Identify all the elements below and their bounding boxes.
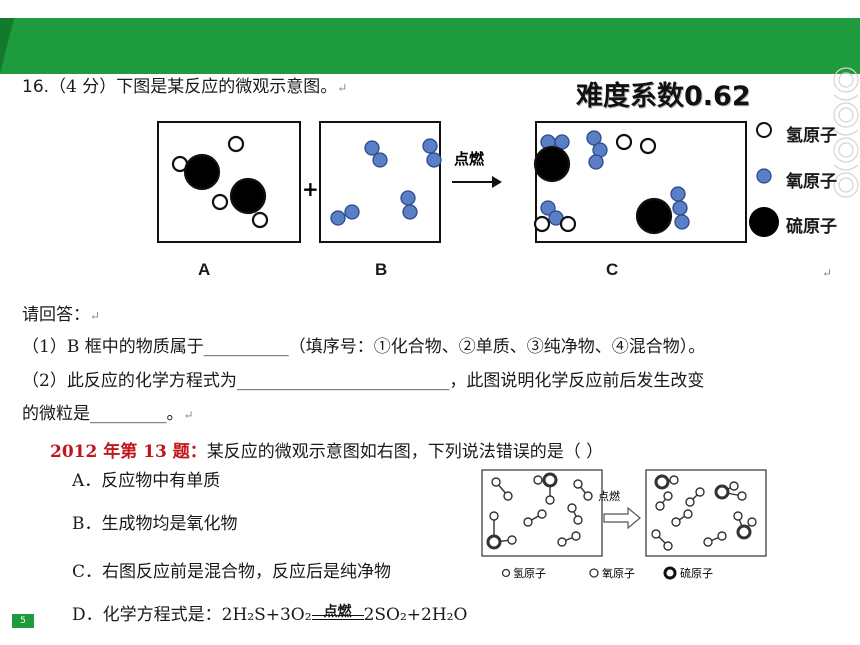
option-b: B．生成物均是氧化物 bbox=[72, 514, 238, 534]
box-label-c: C bbox=[606, 260, 619, 279]
option-d: D．化学方程式是：2H₂S+3O₂ 点燃 2SO₂+2H₂O bbox=[72, 600, 467, 625]
option-a: A．反应物中有单质 bbox=[72, 471, 221, 491]
question-score: （4 分） bbox=[49, 77, 117, 97]
box-label-a: A bbox=[198, 260, 211, 279]
part-3: 的微粒是_________。↵ bbox=[22, 404, 194, 424]
question-number: 16. bbox=[22, 77, 50, 97]
part-1: （1）B 框中的物质属于__________（填序号：①化合物、②单质、③纯净物… bbox=[22, 337, 706, 357]
question-2012-heading: 2012 年第 13 题：某反应的微观示意图如右图，下列说法错误的是（ ） bbox=[50, 437, 603, 462]
equation-rhs: 2SO₂+2H₂O bbox=[363, 605, 468, 625]
legend-sulfur-2012: 硫原子 bbox=[680, 566, 713, 580]
legend-hydrogen: 氢原子 bbox=[786, 126, 837, 146]
condition-label: 点燃 bbox=[454, 150, 485, 168]
legend-sulfur: 硫原子 bbox=[786, 217, 837, 237]
reaction-diagram-16: + 点燃 bbox=[157, 121, 779, 243]
part-2: （2）此反应的化学方程式为_________________________，此… bbox=[22, 371, 705, 391]
question-16-heading: 16.（4 分）下图是某反应的微观示意图。↵ bbox=[22, 77, 348, 97]
reaction-diagram-2012: 点燃 氢原子 氧原子 硫原子 bbox=[481, 469, 767, 580]
question-stem: 下图是某反应的微观示意图。 bbox=[116, 77, 338, 97]
page-number: 5 bbox=[12, 614, 34, 628]
prompt-line: 请回答：↵ bbox=[22, 305, 101, 325]
difficulty-label: 难度系数0.62 bbox=[576, 81, 751, 112]
legend-oxygen: 氧原子 bbox=[786, 172, 837, 192]
plus-sign: + bbox=[302, 177, 319, 201]
question-2012-title: 2012 年第 13 题： bbox=[50, 442, 207, 462]
condition-label-2012: 点燃 bbox=[598, 489, 620, 503]
option-c: C．右图反应前是混合物，反应后是纯净物 bbox=[72, 562, 392, 582]
molecule-h2s bbox=[211, 177, 269, 229]
box-label-b: B bbox=[375, 260, 388, 279]
equation-lhs: 2H₂S+3O₂ bbox=[221, 605, 312, 625]
question-2012-stem: 某反应的微观示意图如右图，下列说法错误的是（ ） bbox=[206, 442, 604, 462]
molecule-h2s bbox=[171, 135, 245, 191]
header-banner bbox=[0, 18, 860, 74]
equation-condition: 点燃 bbox=[323, 604, 352, 620]
legend-hydrogen-2012: 氢原子 bbox=[513, 566, 546, 580]
decorative-pattern bbox=[833, 67, 859, 198]
banner-accent bbox=[0, 18, 14, 74]
legend-oxygen-2012: 氧原子 bbox=[602, 566, 635, 580]
